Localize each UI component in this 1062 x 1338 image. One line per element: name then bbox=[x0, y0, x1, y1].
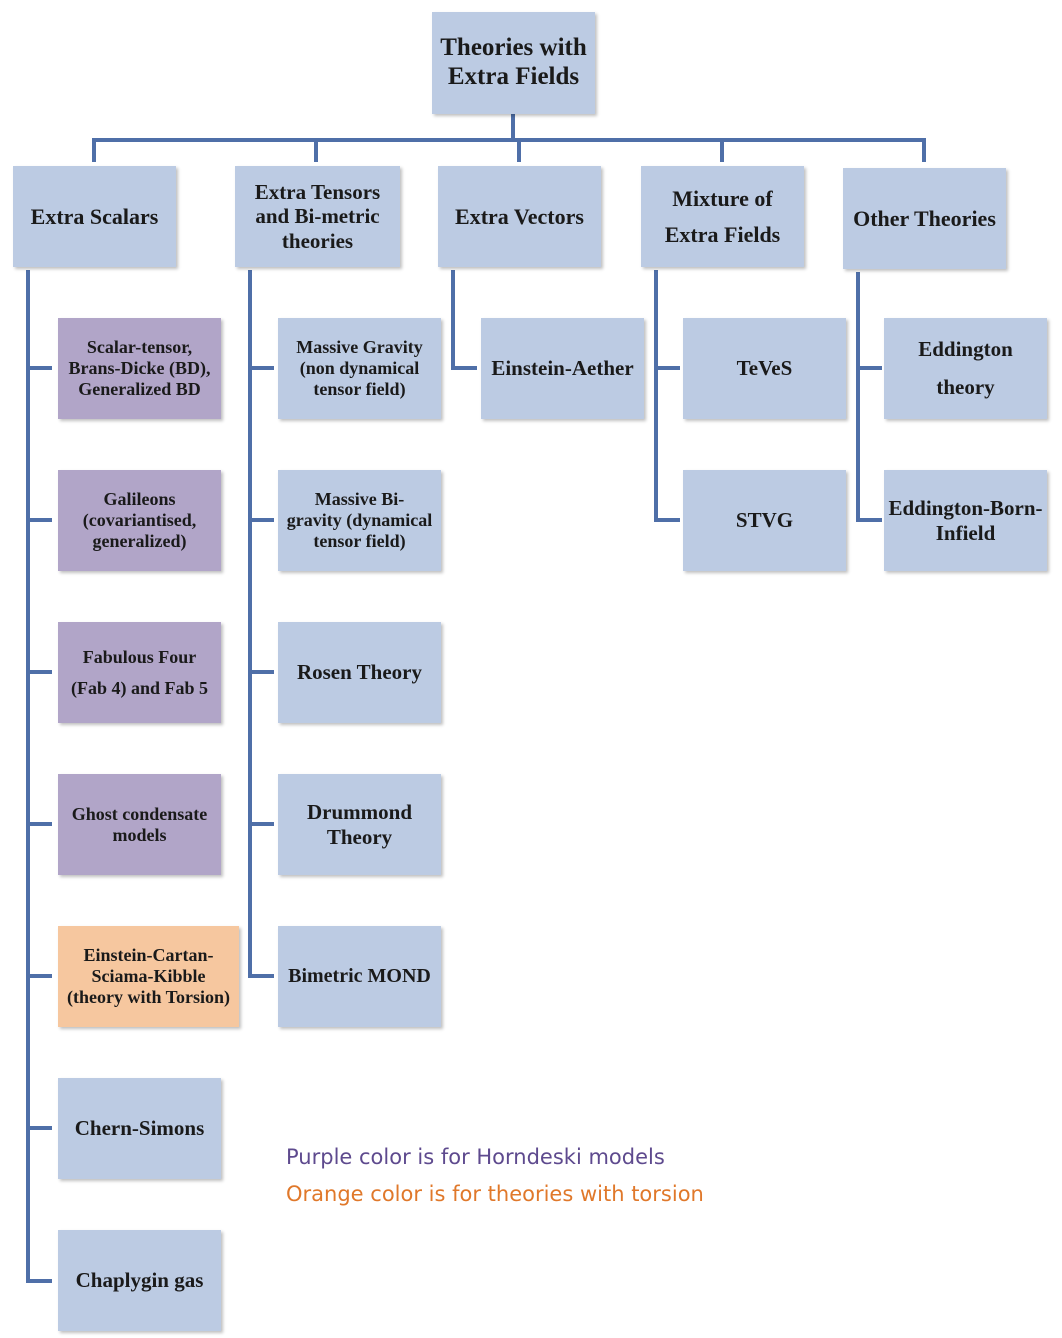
node-fabulous-four: Fabulous Four (Fab 4) and Fab 5 bbox=[58, 622, 221, 723]
node-einstein-aether: Einstein-Aether bbox=[481, 318, 644, 419]
node-stvg: STVG bbox=[683, 470, 846, 571]
node-eddington-theory: Eddington theory bbox=[884, 318, 1047, 419]
node-einstein-cartan: Einstein-Cartan- Sciama-Kibble (theory w… bbox=[58, 926, 239, 1027]
category-extra-vectors: Extra Vectors bbox=[438, 166, 601, 267]
node-scalar-tensor: Scalar-tensor, Brans-Dicke (BD), General… bbox=[58, 318, 221, 419]
legend-orange-note: Orange color is for theories with torsio… bbox=[286, 1182, 704, 1206]
node-massive-bigravity: Massive Bi- gravity (dynamical tensor fi… bbox=[278, 470, 441, 571]
node-drummond-theory: Drummond Theory bbox=[278, 774, 441, 875]
node-ghost-condensate: Ghost condensate models bbox=[58, 774, 221, 875]
node-teves: TeVeS bbox=[683, 318, 846, 419]
category-mixture-of-extra-fields: Mixture of Extra Fields bbox=[641, 166, 804, 267]
node-massive-gravity: Massive Gravity (non dynamical tensor fi… bbox=[278, 318, 441, 419]
root-node: Theories with Extra Fields bbox=[432, 12, 595, 114]
node-galileons: Galileons (covariantised, generalized) bbox=[58, 470, 221, 571]
node-rosen-theory: Rosen Theory bbox=[278, 622, 441, 723]
node-bimetric-mond: Bimetric MOND bbox=[278, 926, 441, 1027]
legend-purple-note: Purple color is for Horndeski models bbox=[286, 1145, 665, 1169]
node-chaplygin-gas: Chaplygin gas bbox=[58, 1230, 221, 1331]
node-chern-simons: Chern-Simons bbox=[58, 1078, 221, 1179]
category-extra-tensors: Extra Tensors and Bi-metric theories bbox=[235, 166, 400, 267]
node-eddington-born-infield: Eddington-Born- Infield bbox=[884, 470, 1047, 571]
category-extra-scalars: Extra Scalars bbox=[13, 166, 176, 267]
category-other-theories: Other Theories bbox=[843, 168, 1006, 269]
